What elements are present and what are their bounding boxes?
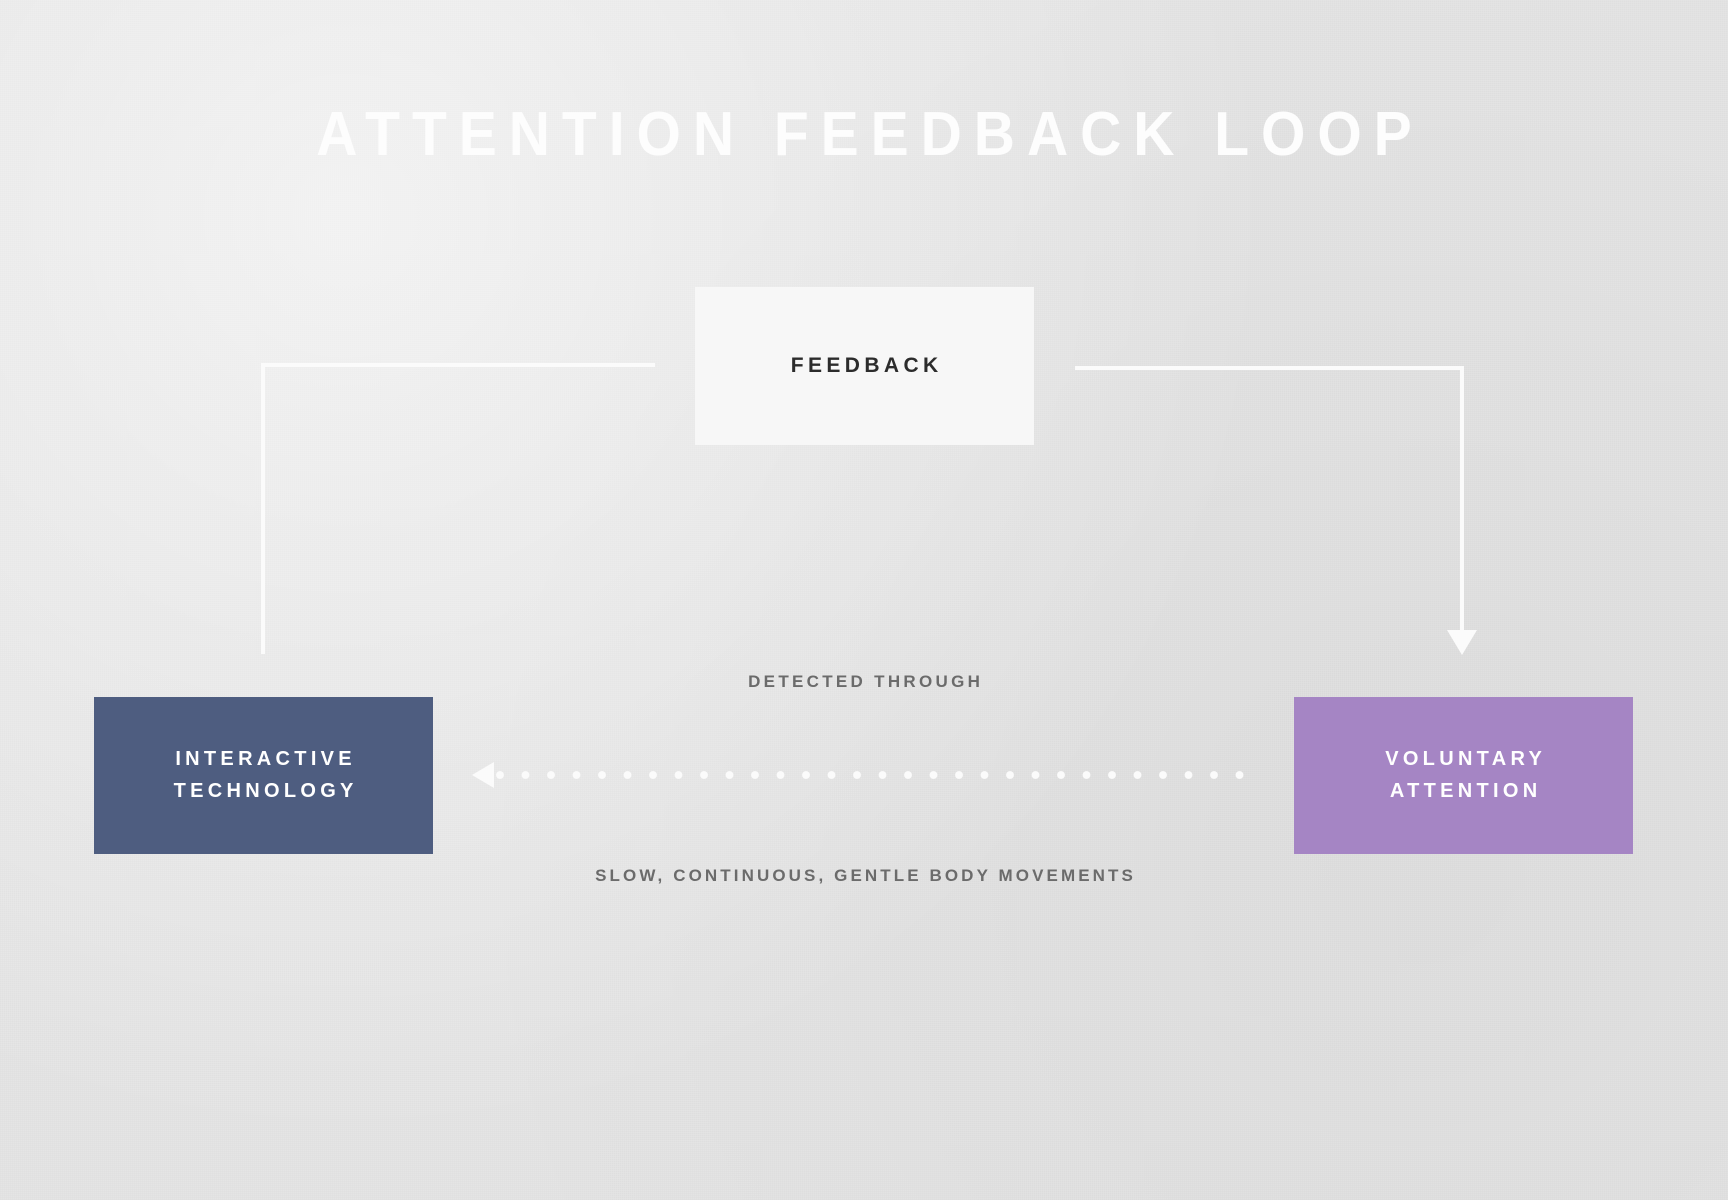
- node-interactive-technology[interactable]: INTERACTIVE TECHNOLOGY: [94, 697, 433, 854]
- node-interactive-technology-label-line2: TECHNOLOGY: [173, 779, 358, 802]
- page-title: ATTENTION FEEDBACK LOOP: [316, 100, 1424, 169]
- node-interactive-technology-label-line1: INTERACTIVE: [175, 747, 356, 770]
- node-feedback-label: FEEDBACK: [790, 354, 943, 377]
- node-voluntary-attention[interactable]: VOLUNTARY ATTENTION: [1294, 697, 1633, 854]
- connector-feedback-to-interactive-technology-vertical: [261, 363, 265, 654]
- connector-feedback-to-interactive-technology-horizontal: [261, 363, 655, 367]
- node-feedback[interactable]: FEEDBACK: [695, 287, 1034, 445]
- arrowhead-down-icon: [1447, 630, 1477, 655]
- node-voluntary-attention-label-line2: ATTENTION: [1389, 779, 1542, 802]
- connector-feedback-to-voluntary-attention-horizontal: [1075, 366, 1464, 370]
- edge-label-detected-through: DETECTED THROUGH: [748, 672, 984, 691]
- edge-label-body-movements: SLOW, CONTINUOUS, GENTLE BODY MOVEMENTS: [595, 866, 1136, 885]
- connector-feedback-to-voluntary-attention-vertical: [1460, 366, 1464, 635]
- arrowhead-left-icon: [472, 762, 494, 788]
- node-voluntary-attention-label-line1: VOLUNTARY: [1385, 747, 1547, 770]
- connector-voluntary-attention-to-interactive-technology-dotted: [495, 770, 1257, 780]
